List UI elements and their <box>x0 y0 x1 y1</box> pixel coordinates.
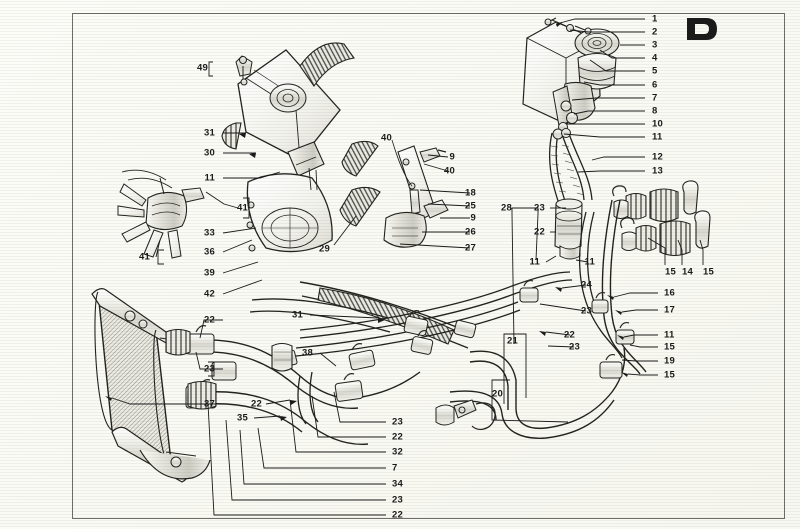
callout-number-41: 41 <box>237 202 248 214</box>
callout-number-37: 37 <box>204 398 215 410</box>
callout-number-38: 38 <box>302 347 313 359</box>
callout-number-15: 15 <box>664 341 675 353</box>
small-canister <box>554 198 583 260</box>
callout-number-41: 41 <box>139 251 150 263</box>
pump-pressure-hoses <box>548 128 593 211</box>
callout-number-24: 24 <box>581 279 592 291</box>
callout-number-11: 11 <box>664 329 675 341</box>
callout-number-6: 6 <box>652 79 658 91</box>
callout-number-22: 22 <box>392 509 403 521</box>
callout-number-18: 18 <box>465 187 476 199</box>
callout-number-40: 40 <box>381 132 392 144</box>
callout-number-22: 22 <box>251 398 262 410</box>
callout-number-11: 11 <box>204 172 215 184</box>
callout-number-15: 15 <box>664 369 675 381</box>
callout-number-29: 29 <box>319 243 330 255</box>
callout-number-32: 32 <box>392 446 403 458</box>
callout-number-31: 31 <box>204 127 215 139</box>
steering-box-assembly <box>221 42 355 177</box>
callout-number-1: 1 <box>652 13 658 25</box>
loose-hose-sections <box>339 140 381 227</box>
callout-number-23: 23 <box>204 363 215 375</box>
callout-number-40: 40 <box>444 165 455 177</box>
callout-number-19: 19 <box>664 355 675 367</box>
callout-number-36: 36 <box>204 246 215 258</box>
callout-number-15: 15 <box>665 266 676 278</box>
callout-number-30: 30 <box>204 147 215 159</box>
callout-number-21: 21 <box>507 335 518 347</box>
callout-number-17: 17 <box>664 304 675 316</box>
cooling-fan-assembly <box>117 169 225 259</box>
callout-number-9: 9 <box>449 151 455 163</box>
callout-number-11: 11 <box>584 256 595 268</box>
fluid-reservoir-tank <box>246 167 333 253</box>
callout-number-16: 16 <box>664 287 675 299</box>
callout-number-23: 23 <box>392 494 403 506</box>
callout-number-4: 4 <box>652 52 658 64</box>
callout-number-14: 14 <box>682 266 693 278</box>
callout-number-15: 15 <box>703 266 714 278</box>
callout-number-9: 9 <box>470 212 476 224</box>
callout-number-26: 26 <box>465 226 476 238</box>
callout-number-22: 22 <box>564 329 575 341</box>
callout-number-22: 22 <box>534 226 545 238</box>
coupling-parts-cluster <box>612 180 711 257</box>
callout-number-25: 25 <box>465 200 476 212</box>
callout-number-13: 13 <box>652 165 663 177</box>
oil-cooler-radiator <box>91 288 211 483</box>
callout-number-27: 27 <box>465 242 476 254</box>
page-border-frame <box>72 13 785 519</box>
section-letter-d-logo <box>687 18 717 40</box>
callout-number-5: 5 <box>652 65 658 77</box>
callout-number-23: 23 <box>581 305 592 317</box>
callout-number-42: 42 <box>204 288 215 300</box>
leader-lines <box>105 18 704 516</box>
reservoir-pump-assembly <box>522 17 620 132</box>
callout-number-12: 12 <box>652 151 663 163</box>
callout-number-33: 33 <box>204 227 215 239</box>
callout-number-7: 7 <box>652 92 658 104</box>
callout-number-39: 39 <box>204 267 215 279</box>
callout-number-11: 11 <box>652 131 663 143</box>
callout-number-35: 35 <box>237 412 248 424</box>
callout-number-7: 7 <box>392 462 398 474</box>
callout-number-20: 20 <box>492 388 503 400</box>
callout-number-22: 22 <box>392 431 403 443</box>
banjo-fitting <box>435 399 496 430</box>
callout-number-8: 8 <box>652 105 658 117</box>
callout-number-10: 10 <box>652 118 663 130</box>
callout-number-22: 22 <box>204 314 215 326</box>
callout-number-34: 34 <box>392 478 403 490</box>
callout-number-23: 23 <box>392 416 403 428</box>
callout-number-28: 28 <box>501 202 512 214</box>
callout-number-3: 3 <box>652 39 658 51</box>
callout-number-23: 23 <box>534 202 545 214</box>
callout-number-11: 11 <box>529 256 540 268</box>
callout-number-49: 49 <box>197 62 208 74</box>
callout-number-23: 23 <box>569 341 580 353</box>
callout-number-2: 2 <box>652 26 658 38</box>
callout-number-31: 31 <box>292 309 303 321</box>
